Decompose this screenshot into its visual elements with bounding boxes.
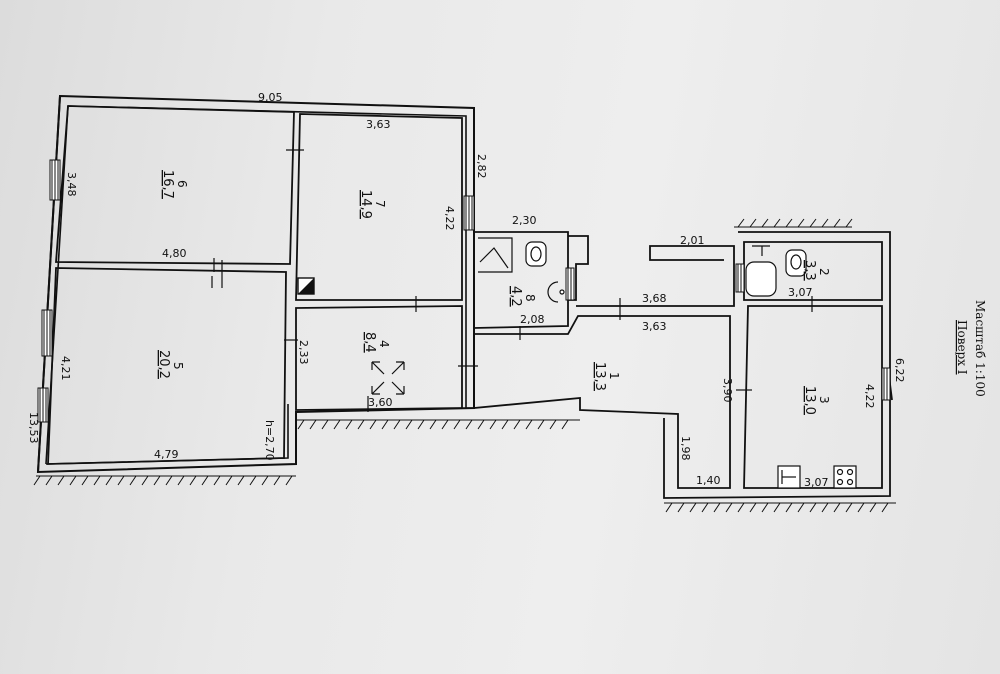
room-3-outline — [743, 305, 883, 489]
dim-corr-top: 3,68 — [642, 292, 667, 305]
room-6-area: 16,7 — [160, 170, 175, 199]
dim-wing-left: 2,82 — [475, 154, 488, 179]
window-room-3 — [881, 367, 891, 401]
room-1-area: 13,3 — [592, 362, 607, 391]
pantry-arrows-icon — [371, 361, 405, 395]
shower-icon — [478, 237, 513, 273]
dim-r4-bottom: 3,60 — [368, 396, 393, 409]
dim-height: h=2,70 — [263, 420, 276, 461]
dim-bottom-a: 1,98 — [679, 436, 692, 461]
room-7-area: 14,9 — [358, 190, 373, 219]
windows — [37, 159, 891, 423]
toilet-icon-room-8 — [525, 241, 547, 267]
dim-overall-length: 9,05 — [258, 91, 283, 104]
room-5-area: 20,2 — [156, 350, 171, 379]
room-2-number: 2 — [817, 268, 831, 276]
dim-r5-left: 4,21 — [59, 356, 72, 381]
dim-right-wing: 6,22 — [893, 358, 906, 383]
window-room-2 — [735, 263, 745, 293]
dim-r2-top: 2,01 — [680, 234, 705, 247]
plan-title: Масштаб 1:100 Поверх I — [955, 300, 987, 397]
fixtures — [478, 237, 857, 489]
room-6-outline — [55, 105, 295, 265]
dim-r2-bottom: 3,07 — [788, 286, 813, 299]
dim-r3-right: 4,22 — [863, 384, 876, 409]
dim-overall-width: 13,53 — [27, 412, 40, 444]
window-room-8 — [565, 267, 575, 301]
scale-label: Масштаб 1:100 — [973, 300, 987, 397]
room-8-outline — [473, 231, 569, 329]
dim-r6-bottom: 4,80 — [162, 247, 187, 260]
walls — [36, 94, 475, 474]
room-labels: 6 16,7 7 14,9 5 20,2 4 8,4 8 4,2 1 13,3 … — [156, 170, 831, 415]
dim-r3-bottom: 3,07 — [804, 476, 829, 489]
stove-icon — [833, 465, 857, 489]
dim-r7-right: 4,22 — [443, 206, 456, 231]
room-7-number: 7 — [373, 200, 387, 208]
room-8-niche — [568, 235, 589, 301]
dim-r6-left: 3,48 — [65, 172, 78, 197]
floor-label: Поверх I — [955, 320, 969, 375]
room-3-number: 3 — [817, 396, 831, 404]
right-wing-outer — [663, 231, 891, 499]
corridor-top — [576, 245, 735, 307]
room-3-area: 13,0 — [802, 386, 817, 415]
room-6-number: 6 — [175, 180, 189, 188]
room-1-number: 1 — [607, 372, 621, 380]
toilet-icon-room-2 — [785, 249, 807, 277]
dim-r8-top: 2,30 — [512, 214, 537, 227]
dimension-labels: 9,05 13,53 3,48 4,80 3,63 4,22 2,82 2,30… — [27, 91, 906, 489]
sink-icon-room-8 — [547, 281, 565, 303]
outer-wall-left-block — [36, 94, 475, 474]
room-outlines — [47, 105, 893, 499]
room-2-area: 3,3 — [802, 260, 817, 281]
room-5-outline — [47, 267, 287, 465]
room-7-outline — [295, 113, 463, 301]
room-5-number: 5 — [171, 362, 185, 370]
dim-r8-bottom: 2,08 — [520, 313, 545, 326]
room-4-outline — [295, 305, 463, 411]
dim-r5-bottom: 4,79 — [154, 448, 179, 461]
room-8-number: 8 — [523, 294, 537, 302]
door-ticks — [211, 149, 813, 412]
ground-hatching — [33, 218, 896, 513]
dim-r3-left: 3,90 — [721, 378, 734, 403]
room-4-number: 4 — [377, 340, 391, 348]
dim-r7-top: 3,63 — [366, 118, 391, 131]
room-8-area: 4,2 — [508, 286, 523, 307]
dim-r4-left: 2,33 — [297, 340, 310, 365]
dim-corr-bottom: 3,63 — [642, 320, 667, 333]
shaft-icon — [297, 277, 315, 295]
room-4-area: 8,4 — [362, 332, 377, 353]
bathtub-icon — [745, 261, 777, 297]
room-1-outline — [473, 315, 731, 489]
dim-bottom-b: 1,40 — [696, 474, 721, 487]
sink-icon-kitchen — [777, 465, 801, 489]
